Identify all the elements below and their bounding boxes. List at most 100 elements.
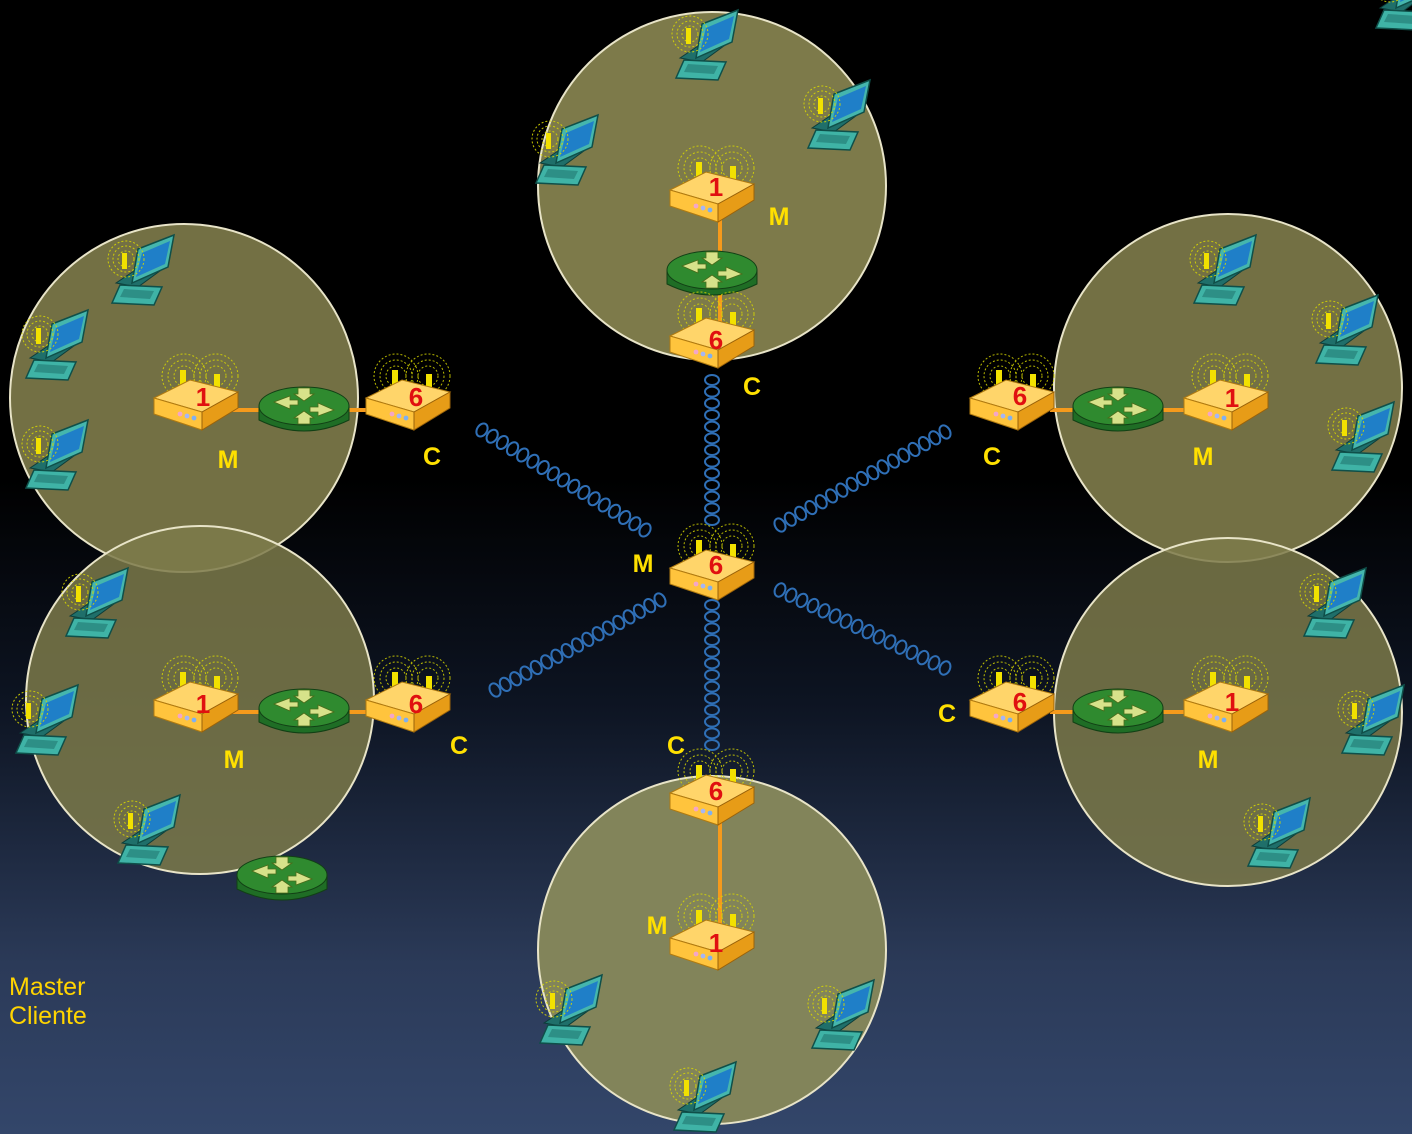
wireless-link-coil (546, 466, 560, 482)
wireless-link-coil (704, 420, 720, 433)
wireless-link-coil (704, 514, 720, 526)
wireless-link-coil (570, 637, 585, 653)
router-icon (258, 386, 350, 432)
wireless-link-coil (516, 447, 530, 463)
wireless-link-coil (855, 470, 870, 487)
wireless-link-coil (704, 704, 720, 716)
wireless-link-coil (704, 610, 720, 623)
wireless-link-coil (704, 669, 720, 681)
router-icon (236, 855, 328, 901)
wireless-link-coil (607, 503, 622, 519)
wireless-link-coil (704, 455, 720, 468)
role-label: C (667, 732, 685, 760)
router-icon (666, 250, 758, 296)
wireless-link-coil (529, 659, 543, 676)
wireless-link-coil (704, 502, 720, 515)
router-icon (1072, 688, 1164, 734)
channel-label: 6 (709, 325, 723, 355)
wireless-link-coil (704, 657, 720, 670)
wireless-link-coil (704, 634, 720, 646)
role-label: M (224, 746, 245, 774)
hub-channel-label: 6 (709, 550, 723, 580)
wireless-link-coil (597, 497, 611, 513)
wireless-link-coil (556, 472, 571, 488)
channel-label: 6 (1013, 687, 1027, 717)
wireless-link-coil (794, 505, 808, 521)
wireless-link-coil (928, 430, 942, 446)
wireless-link-coil (784, 587, 798, 603)
wireless-link-coil (804, 499, 818, 516)
role-label: M (647, 912, 668, 940)
wireless-link-coil (894, 639, 908, 655)
role-label: C (983, 443, 1001, 471)
wireless-link-coil (704, 432, 720, 445)
role-label: M (769, 203, 790, 231)
channel-label: 1 (1225, 383, 1239, 413)
wireless-link-coil (825, 488, 839, 504)
wireless-link-coil (795, 592, 809, 609)
wireless-link-coil (704, 409, 720, 421)
wireless-link-coil (883, 634, 897, 650)
channel-label: 6 (409, 382, 423, 412)
wireless-link-coil (704, 385, 720, 398)
role-label: C (450, 732, 468, 760)
wireless-link-coil (653, 592, 667, 608)
channel-label: 1 (196, 689, 210, 719)
wireless-link-coil (927, 655, 941, 671)
wireless-link-coil (704, 739, 720, 751)
wireless-link-coil (916, 649, 930, 666)
wireless-link-coil (587, 491, 601, 507)
wireless-link-coil (505, 441, 520, 457)
wireless-link-coil (509, 671, 523, 687)
wireless-link-coil (806, 597, 820, 614)
role-label: C (938, 700, 956, 728)
wireless-link-coil (704, 479, 720, 491)
role-label: M (1193, 443, 1214, 471)
wireless-link-coil (618, 509, 632, 526)
laptop-icon (1371, 0, 1412, 31)
wireless-link-coil (643, 598, 657, 614)
wireless-link-coil (577, 484, 591, 501)
wireless-link-coil (540, 654, 554, 670)
router-icon (258, 688, 350, 734)
wireless-link-coil (905, 644, 919, 661)
wireless-link-coil (897, 447, 911, 463)
wireless-link-coil (907, 441, 921, 458)
role-label: M (1198, 746, 1219, 774)
wireless-link-coil (839, 613, 853, 629)
wireless-link-coil (475, 422, 489, 438)
channel-label: 6 (709, 776, 723, 806)
wireless-link-coil (560, 643, 574, 659)
wireless-link-coil (704, 692, 720, 705)
wireless-link-coil (704, 622, 720, 635)
wireless-link-coil (773, 517, 787, 533)
wireless-link-coil (886, 453, 900, 469)
access-points: 1 M 6 C 1 M 6 C 1 M 6 C 6 C 1 M 6 C 1 M (153, 145, 1269, 971)
wireless-link-coil (850, 618, 864, 635)
wireless-link-coil (845, 476, 859, 492)
wireless-link-coil (704, 715, 720, 728)
channel-label: 1 (709, 172, 723, 202)
wireless-link-coil (704, 467, 720, 480)
wireless-link-coil (917, 436, 931, 452)
wireless-link-coil (866, 465, 880, 481)
wireless-link-coil (632, 603, 646, 619)
wireless-link-coil (488, 682, 502, 698)
wireless-link-coil (938, 424, 952, 440)
wireless-link-coil (526, 453, 540, 469)
hub-role-label: M (633, 550, 654, 578)
channel-label: 1 (709, 928, 723, 958)
wireless-link-coil (704, 490, 720, 503)
wireless-links (475, 374, 952, 751)
wireless-link-coil (612, 614, 626, 631)
wireless-link-coil (485, 428, 499, 444)
wireless-link-coil (861, 623, 875, 640)
wireless-link-coil (704, 645, 720, 658)
legend-master: Master (9, 973, 86, 1001)
wireless-link-coil (498, 676, 512, 692)
router-icon (1072, 386, 1164, 432)
wireless-link-coil (591, 626, 605, 642)
wireless-link-coil (519, 665, 533, 681)
wireless-link-coil (628, 516, 642, 532)
